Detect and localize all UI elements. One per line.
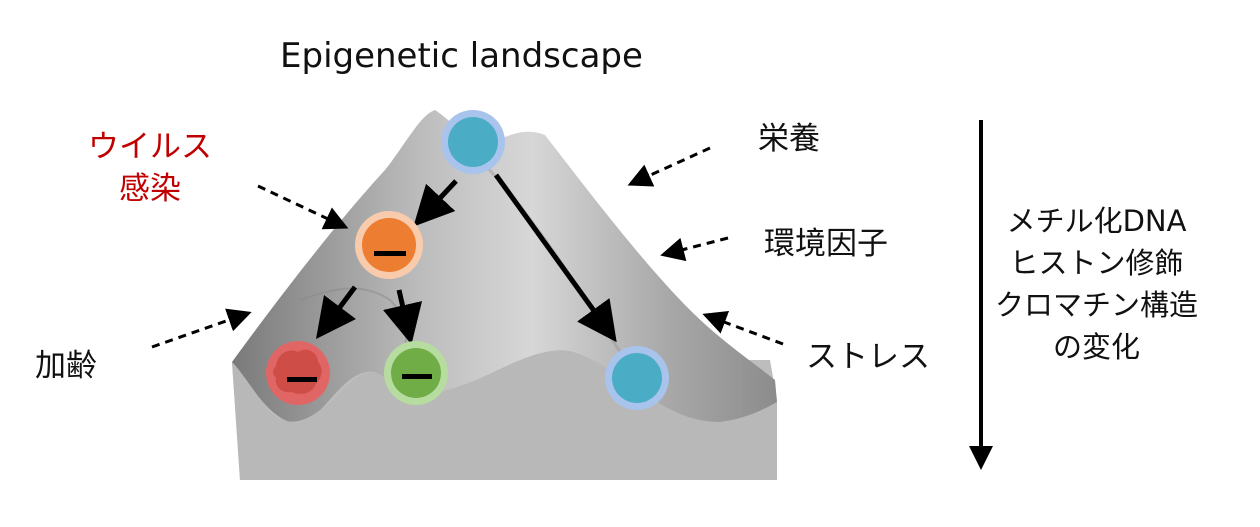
environment-arrow [660, 236, 729, 262]
aging-label: 加齢 [35, 348, 97, 384]
epigenetic-landscape-surface [232, 110, 777, 480]
green-cell [384, 341, 448, 405]
time-arrow [969, 120, 993, 470]
virus-label-line1: ウイルス [88, 129, 212, 165]
stress-label: ストレス [806, 339, 930, 375]
environment-label: 環境因子 [764, 226, 888, 262]
virus-label-line2: 感染 [119, 171, 181, 207]
virus-arrow [257, 184, 349, 230]
aging-arrow [151, 308, 252, 349]
diagram-title: Epigenetic landscape [280, 36, 643, 76]
epi-line2: ヒストン修飾 [1009, 246, 1184, 280]
epigenetic-change-label: メチル化DNA ヒストン修飾 クロマチン構造 の変化 [995, 200, 1198, 368]
orange-cell [355, 211, 423, 279]
stem-cell-top [441, 110, 505, 174]
epi-line3: クロマチン構造 [995, 288, 1199, 322]
nutrition-label: 栄養 [758, 121, 820, 157]
stem-cell-bottom [605, 346, 669, 410]
nutrition-arrow [627, 146, 711, 187]
epi-line1: メチル化DNA [1006, 204, 1187, 238]
virus-infection-label: ウイルス 感染 [88, 126, 212, 210]
red-cell [266, 341, 330, 405]
factor-arrows [151, 146, 784, 349]
differentiation-arrows [316, 173, 617, 345]
epi-line4: の変化 [1053, 330, 1141, 364]
